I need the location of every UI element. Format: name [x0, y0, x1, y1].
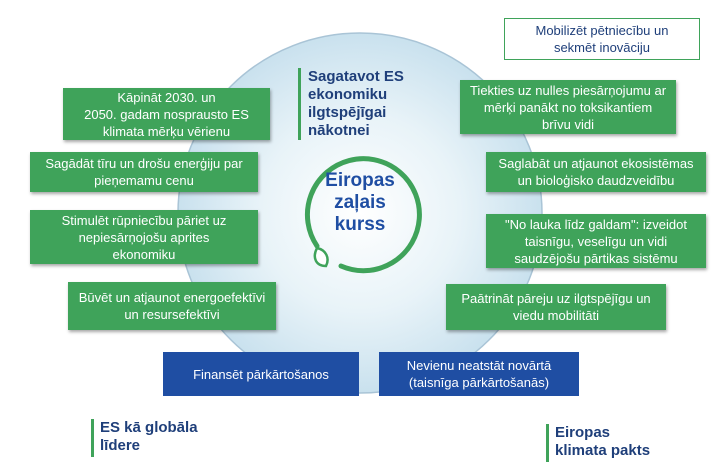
right-box-1-line-2: mērķi panākt no toksikantiem [483, 99, 653, 115]
right-box-sustainable-mobility: Paātrināt pāreju uz ilgtspējīgu un viedu… [446, 284, 666, 330]
right-box-3-line-1: "No lauka līdz galdam": izveidot [505, 216, 687, 232]
left-box-4-line-1: Būvēt un atjaunot energoefektīvi [78, 290, 266, 305]
right-box-3-line-3: saudzējošu pārtikas sistēmu [514, 250, 678, 266]
center-title-line-2: zaļais [334, 192, 386, 213]
left-box-energy-efficient-building: Būvēt un atjaunot energoefektīvi un resu… [68, 282, 276, 330]
center-title-line-3: kurss [334, 214, 386, 235]
left-box-clean-energy: Sagādāt tīru un drošu enerģiju par pieņe… [30, 152, 258, 192]
top-heading: Sagatavot ES ekonomiku ilgtspējīgai nāko… [308, 68, 404, 140]
left-box-1-line-2: 2050. gadam nosprausto ES [84, 106, 249, 122]
left-box-3-line-3: ekonomiku [112, 246, 176, 262]
bottom-left-heading-line-2: līdere [100, 437, 141, 454]
top-heading-line-3: ilgtspējīgai [308, 104, 387, 121]
left-box-1-line-1: Kāpināt 2030. un [117, 89, 216, 105]
left-box-circular-economy: Stimulēt rūpniecību pāriet uz nepiesārņo… [30, 210, 258, 264]
right-box-1-line-1: Tiekties uz nulles piesārņojumu ar [469, 82, 667, 98]
research-innovation-line-1: Mobilizēt pētniecību un [535, 23, 669, 38]
top-heading-line-2: ekonomiku [308, 86, 388, 103]
right-box-4-line-2: viedu mobilitāti [512, 308, 599, 323]
center-title: Eiropas zaļais kurss [300, 170, 420, 236]
top-heading-bar [298, 68, 301, 140]
just-transition-box: Nevienu neatstāt novārtā (taisnīga pārkā… [379, 352, 579, 396]
left-box-1-line-3: klimata mērķu vērienu [102, 123, 231, 139]
right-box-1-line-3: brīvu vidi [541, 116, 595, 132]
right-box-2-line-2: un bioloģisko daudzveidību [517, 173, 675, 188]
bottom-left-heading-bar [91, 419, 94, 457]
green-deal-ring-icon [304, 156, 422, 274]
bottom-right-heading-line-2: klimata pakts [555, 442, 651, 459]
right-box-3-line-2: taisnīgu, veselīgu un vidi [524, 233, 668, 249]
just-transition-line-2: (taisnīga pārkārtošanās) [408, 375, 550, 390]
bottom-right-heading: Eiropas klimata pakts [555, 424, 650, 460]
research-innovation-line-2: sekmēt inovāciju [553, 40, 651, 55]
top-heading-line-1: Sagatavot ES [308, 68, 404, 85]
top-heading-line-4: nākotnei [308, 122, 370, 139]
right-box-zero-pollution: Tiekties uz nulles piesārņojumu ar mērķi… [460, 80, 676, 134]
research-innovation-box: Mobilizēt pētniecību un sekmēt inovāciju [504, 18, 700, 60]
right-box-4-line-1: Paātrināt pāreju uz ilgtspējīgu un [461, 291, 651, 306]
left-box-3-line-2: nepiesārņojošu aprites [78, 229, 210, 245]
right-box-2-line-1: Saglabāt un atjaunot ekosistēmas [498, 156, 694, 171]
bottom-right-heading-line-1: Eiropas [555, 424, 611, 441]
financing-transition-box: Finansēt pārkārtošanos [163, 352, 359, 396]
left-box-3-line-1: Stimulēt rūpniecību pāriet uz [61, 212, 227, 228]
bottom-left-heading-line-1: ES kā globāla [100, 419, 198, 436]
center-title-line-1: Eiropas [325, 170, 395, 191]
financing-transition-label: Finansēt pārkārtošanos [193, 366, 329, 382]
right-box-farm-to-fork: "No lauka līdz galdam": izveidot taisnīg… [486, 214, 706, 268]
left-box-climate-ambition: Kāpināt 2030. un 2050. gadam nosprausto … [63, 88, 270, 140]
left-box-4-line-2: un resursefektīvi [124, 307, 220, 322]
bottom-left-heading: ES kā globāla līdere [100, 419, 198, 455]
just-transition-line-1: Nevienu neatstāt novārtā [406, 358, 552, 373]
right-box-ecosystems-biodiversity: Saglabāt un atjaunot ekosistēmas un biol… [486, 152, 706, 192]
left-box-2-line-1: Sagādāt tīru un drošu enerģiju par [45, 156, 243, 171]
left-box-2-line-2: pieņemamu cenu [94, 173, 194, 188]
bottom-right-heading-bar [546, 424, 549, 462]
